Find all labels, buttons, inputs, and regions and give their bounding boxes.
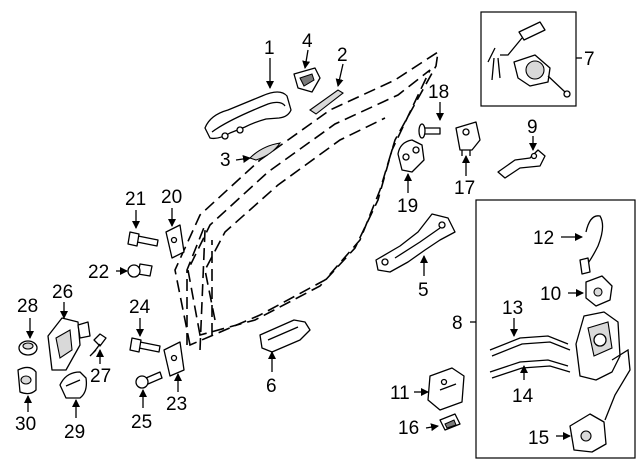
callout-29: 29 [64,422,85,443]
callout-20: 20 [161,187,182,208]
trim-strip-part [309,89,344,115]
callout-13: 13 [502,298,523,319]
callout-4: 4 [302,31,313,52]
reinforcement-bracket-part [375,213,456,273]
callout-30: 30 [15,414,36,435]
callout-5: 5 [418,280,429,301]
callout-21: 21 [125,189,146,210]
rod-part-13 [489,335,569,351]
outside-handle-part [204,91,292,140]
callout-17: 17 [454,178,475,199]
door-check-bracket-part [455,121,481,156]
callout-12: 12 [533,228,554,249]
callout-14: 14 [512,386,534,407]
callout-8: 8 [452,313,463,334]
bracket-rod-part [497,149,546,179]
bolt-part-25 [135,371,163,389]
callout-10: 10 [540,284,561,305]
rod-part-14 [489,359,569,373]
lower-hinge-part [163,341,185,377]
handle-pad-part [248,142,282,161]
door-frame-outline [174,50,440,351]
callout-labels: 1 2 3 4 5 6 7 8 9 10 11 12 13 14 15 16 1… [15,31,595,449]
hinge-bolt-lower-part [129,337,161,353]
upper-hinge-part [165,224,185,259]
callout-16: 16 [398,418,419,439]
hinge-cover-part [59,371,88,399]
callout-11: 11 [390,383,410,404]
callout-19: 19 [397,196,418,217]
callout-28: 28 [17,296,38,317]
lock-cylinder-box [480,11,582,107]
door-check-link-part [47,317,91,371]
hinge-nut-part [127,263,153,278]
callout-2: 2 [337,45,348,66]
callout-15: 15 [528,428,549,449]
plug-part [17,366,37,395]
screw-part-27 [89,333,107,357]
callout-7: 7 [584,49,595,70]
clip-part [439,413,461,431]
callout-18: 18 [428,82,449,103]
callout-27: 27 [90,366,111,387]
callout-3: 3 [220,150,231,171]
callout-6: 6 [266,376,277,397]
latch-bracket-part [427,367,465,411]
latch-assembly-box [470,199,636,459]
callout-1: 1 [264,38,275,59]
callout-24: 24 [129,297,151,318]
hinge-bolt-upper-part [127,231,159,247]
callout-9: 9 [527,117,538,138]
callout-26: 26 [52,282,73,303]
callout-25: 25 [131,412,152,433]
striker-plate-part [397,139,425,173]
grommet-part [18,340,38,356]
cable-part [583,215,604,269]
handle-cap-part [293,67,321,93]
callout-23: 23 [166,394,187,415]
callout-22: 22 [88,262,109,283]
inside-handle-part [259,319,311,353]
hinge-pin-part [418,123,441,139]
